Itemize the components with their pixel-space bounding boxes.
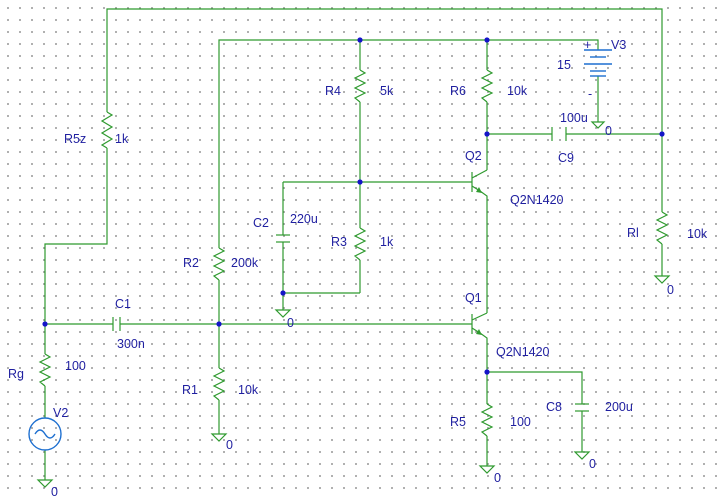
v3-value: 15 [557, 58, 571, 72]
v2-name: V2 [53, 406, 68, 420]
c2-name: C2 [253, 216, 269, 230]
rl-name: Rl [627, 226, 639, 240]
junction-dot [280, 290, 286, 296]
junction-dot [484, 131, 490, 137]
resistor-r2 [212, 247, 226, 281]
ground-r1 [210, 433, 228, 442]
wire-supply-rail [218, 39, 599, 248]
resistor-r4 [353, 69, 367, 103]
labels: R5z 1k R4 5k R6 10k + V3 15 - 0 100u C9 … [8, 38, 708, 497]
r5-name: R5 [450, 415, 466, 429]
junction-dot [659, 131, 665, 137]
r2-value: 200k [231, 256, 259, 270]
resistor-rl [655, 211, 669, 245]
ground-label-rl: 0 [667, 283, 674, 297]
wires [44, 8, 663, 480]
resistor-r5 [480, 403, 494, 437]
c1-value: 300n [117, 337, 145, 351]
junction-dot [357, 37, 363, 43]
rl-value: 10k [687, 227, 708, 241]
wire-c8-top [487, 371, 583, 404]
r4-name: R4 [325, 84, 341, 98]
c8-value: 200u [605, 400, 633, 414]
junction-dot [484, 37, 490, 43]
capacitor-c8 [575, 403, 589, 412]
r5z-name: R5z [64, 132, 86, 146]
c9-value: 100u [560, 111, 588, 125]
ground-label-c8: 0 [589, 457, 596, 471]
v3-name: V3 [611, 38, 626, 52]
junction-dot [216, 321, 222, 327]
c2-value: 220u [290, 212, 318, 226]
r1-value: 10k [238, 383, 259, 397]
capacitor-c2 [276, 234, 290, 243]
r6-name: R6 [450, 84, 466, 98]
wire-q2-q1 [479, 190, 488, 313]
r3-value: 1k [380, 235, 394, 249]
junction-dot [484, 369, 490, 375]
resistor-r6 [480, 69, 494, 103]
q1-model: Q2N1420 [496, 345, 550, 359]
junction-dot [42, 321, 48, 327]
q2-model: Q2N1420 [510, 193, 564, 207]
r5-value: 100 [510, 415, 531, 429]
wire-q1-emitter [479, 332, 488, 404]
capacitor-c9 [551, 127, 567, 141]
resistor-r3 [353, 227, 367, 261]
ground-label-v2: 0 [51, 485, 58, 497]
ground-c8 [573, 451, 591, 460]
capacitor-c1 [112, 317, 121, 331]
rg-value: 100 [65, 359, 86, 373]
c1-name: C1 [115, 297, 131, 311]
rg-name: Rg [8, 367, 24, 381]
r5z-value: 1k [115, 132, 129, 146]
r1-name: R1 [182, 383, 198, 397]
r6-value: 10k [507, 84, 528, 98]
resistor-r5z [100, 111, 114, 149]
ground-v2 [36, 479, 54, 488]
junction-dot [357, 179, 363, 185]
ground-v3 [590, 121, 606, 129]
battery-v3 [584, 49, 612, 77]
transistor-q1 [471, 312, 488, 335]
ground-label-r1: 0 [226, 438, 233, 452]
v3-minus: - [588, 87, 592, 101]
q2-name: Q2 [465, 149, 482, 163]
r4-value: 5k [380, 84, 394, 98]
ground-label-r5: 0 [494, 471, 501, 485]
r3-name: R3 [331, 235, 347, 249]
c8-name: C8 [546, 400, 562, 414]
r2-name: R2 [183, 256, 199, 270]
ground-label-v3: 0 [605, 124, 612, 138]
resistor-r1 [212, 367, 226, 401]
v3-plus: + [584, 38, 591, 52]
ground-c2 [274, 309, 292, 318]
ground-r5 [478, 465, 496, 474]
wire-feedback-top [106, 8, 663, 134]
transistor-q2 [471, 169, 488, 193]
wire-feedback-left [44, 148, 108, 324]
c9-name: C9 [558, 151, 574, 165]
ground-rl [653, 275, 671, 284]
ground-label-c2: 0 [287, 316, 294, 330]
q1-name: Q1 [465, 291, 482, 305]
ac-source-v2 [28, 417, 62, 451]
resistor-rg [38, 353, 52, 387]
junctions [42, 37, 665, 375]
